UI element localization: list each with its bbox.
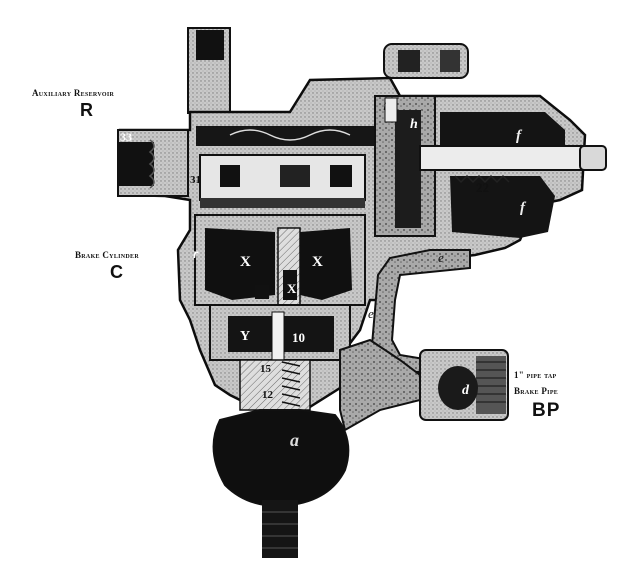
slide-valve-port-1 [220,165,240,187]
strainer-bowl [212,409,350,507]
strainer-passage [339,338,421,432]
brake-pipe-caption: Brake Pipe [514,386,559,396]
check-spring-housing [239,359,311,411]
slide-valve-port-3 [330,165,352,187]
brake-pipe-letter: BP [532,400,561,421]
brake-pipe-port [438,366,478,410]
slide-valve-seat [200,198,365,208]
graduating-spring [454,174,510,184]
callout-10: 10 [292,330,305,345]
callout-r: r [193,247,199,262]
callout-i: i [383,99,386,113]
piston-bore-upper [196,126,384,146]
slide-valve-port-2 [280,165,310,187]
callout-f-upper: f [516,128,523,144]
stem-end-cap [579,145,607,171]
feed-groove-wavy [229,129,351,141]
callout-d: d [462,383,470,398]
callout-22: 22 [476,180,489,195]
callout-y: Y [240,329,250,344]
check-spring-coils [281,361,301,407]
top-pipe-dark-cap [196,30,224,60]
check-valve-port [255,285,269,299]
auxiliary-reservoir-letter: R [80,100,94,120]
check-valve-stem [271,311,285,361]
check-valve-10 [284,316,334,352]
callout-h: h [410,117,418,132]
callout-e-upper: e [438,250,444,265]
callout-15: 15 [260,363,272,375]
graduating-chamber-lower [450,176,555,238]
bolt-head [398,50,420,72]
drain-stub [262,500,298,558]
emergency-plunger-core [283,270,297,300]
spring-coils [148,139,155,189]
drain-threads [262,511,298,549]
callout-33: 33 [120,130,132,144]
piston-stem [419,145,601,171]
auxiliary-reservoir-caption: Auxiliary Reservoir [32,88,115,98]
emergency-cone-right [300,228,352,300]
brake-cylinder-caption: Brake Cylinder [75,250,139,260]
callout-x-left: X [240,254,251,270]
piston-disc [395,110,421,228]
brake-pipe-passage [370,249,471,373]
callout-x-right: X [312,254,323,270]
piston-face [384,97,398,123]
brake-pipe-thread [476,356,506,414]
check-valve-y [228,316,272,352]
emergency-cone-left [205,228,275,300]
callout-31: 31 [190,174,201,186]
graduating-chamber-upper [440,112,565,146]
callout-a: a [290,430,299,450]
bolt-nut [440,50,460,72]
brake-cylinder-letter: C [110,262,124,282]
callout-e-lower: e [368,306,374,321]
callout-12: 12 [262,389,274,401]
reservoir-nipple-bore [118,142,154,186]
pipe-tap-caption: 1" pipe tap [514,370,557,380]
callout-x-center: X [287,281,297,296]
thread-lines [476,361,506,403]
callout-f-lower: f [520,200,527,216]
